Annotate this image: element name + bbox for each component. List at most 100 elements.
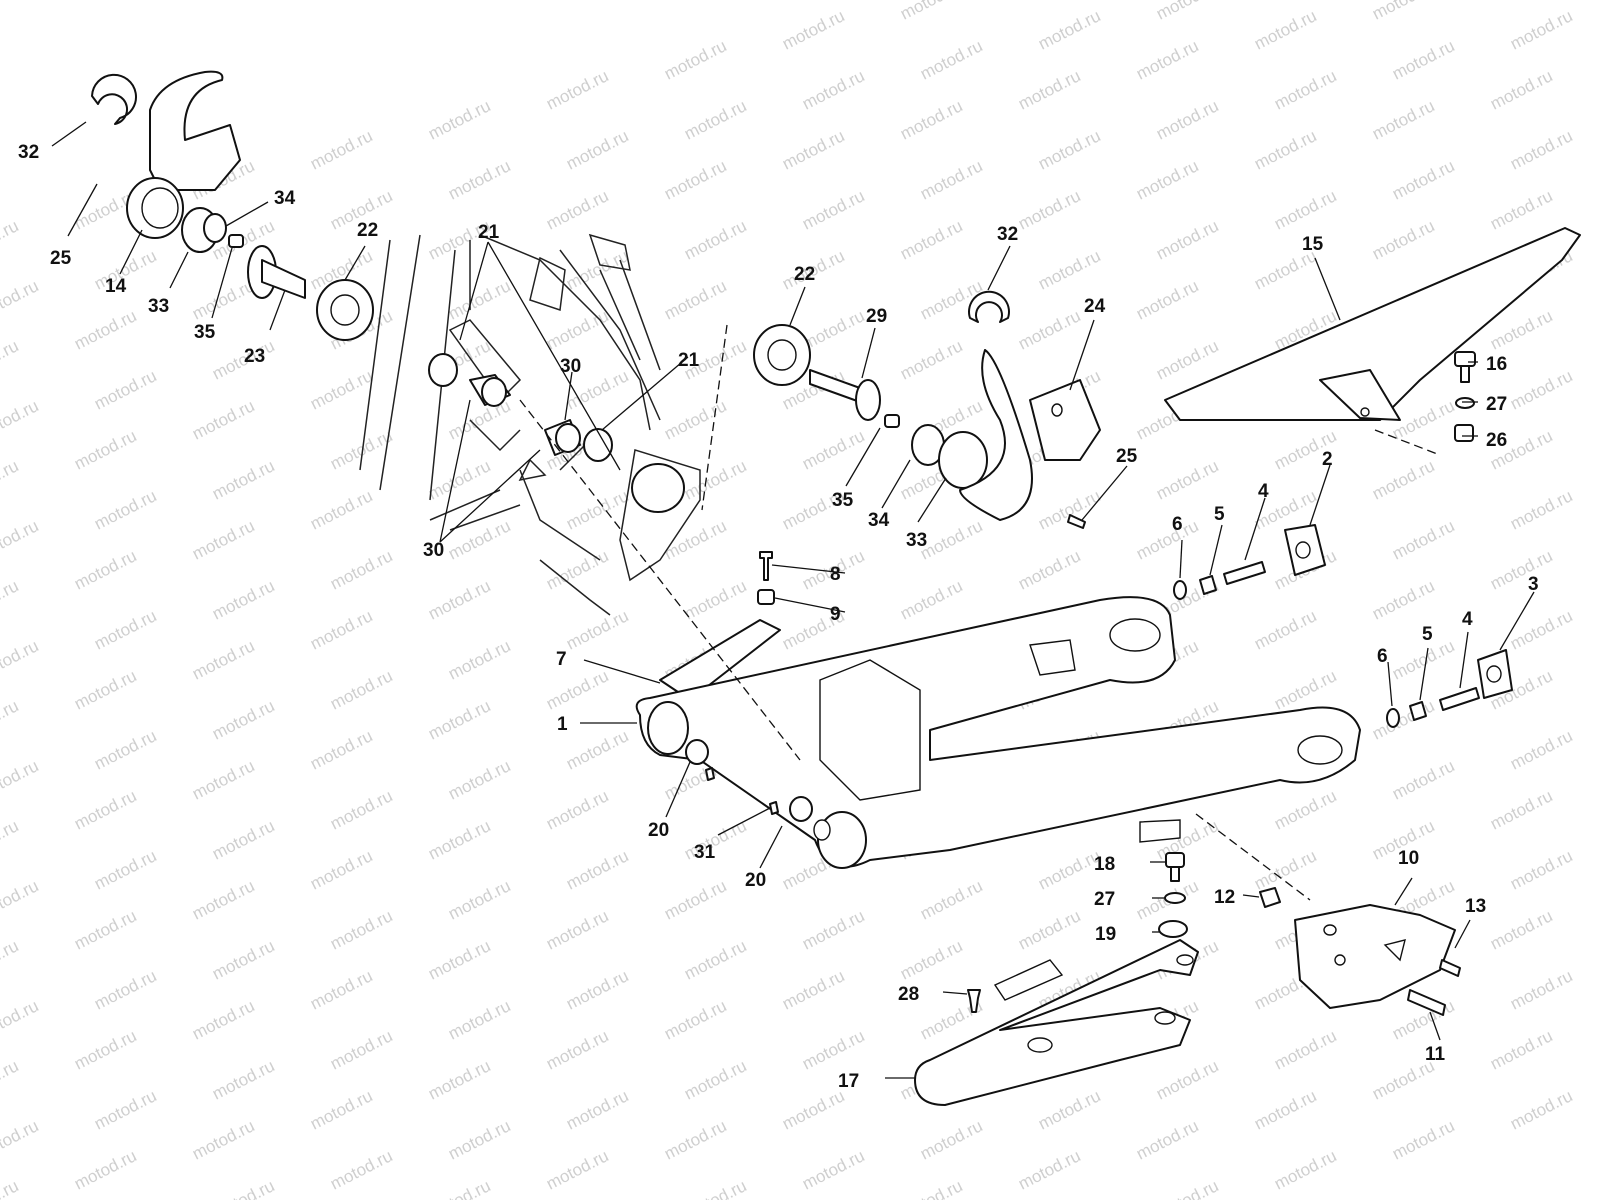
watermark-text: motod.ru <box>189 1116 257 1163</box>
spacer-9 <box>757 589 775 605</box>
watermark-text: motod.ru <box>1487 66 1555 113</box>
callout-5-lower: 5 <box>1422 624 1433 645</box>
callout-13: 13 <box>1465 896 1486 917</box>
watermark-text: motod.ru <box>71 1146 139 1193</box>
callout-25-left: 25 <box>50 248 72 269</box>
callout-25-right: 25 <box>1116 446 1138 467</box>
watermark-text: motod.ru <box>1153 456 1221 503</box>
callout-26: 26 <box>1486 430 1507 451</box>
shaft-29 <box>809 369 881 421</box>
leader-lines <box>51 121 1535 1079</box>
watermark-text: motod.ru <box>563 726 631 773</box>
watermark-text: motod.ru <box>0 336 22 383</box>
watermark-text: motod.ru <box>563 1086 631 1133</box>
bolt-16 <box>1454 351 1476 383</box>
watermark-text: motod.ru <box>661 276 729 323</box>
watermark-text: motod.ru <box>0 1116 42 1163</box>
watermark-text: motod.ru <box>189 396 257 443</box>
callout-21-left: 21 <box>478 222 500 243</box>
seal-21-right <box>583 428 613 462</box>
watermark-text: motod.ru <box>563 846 631 893</box>
watermark-text: motod.ru <box>1507 486 1575 533</box>
watermark-text: motod.ru <box>897 336 965 383</box>
watermark-text: motod.ru <box>0 996 42 1043</box>
watermark-text: motod.ru <box>1507 1086 1575 1133</box>
callout-7: 7 <box>556 649 567 670</box>
watermark-text: motod.ru <box>917 156 985 203</box>
bearing-22-left <box>316 279 374 341</box>
watermark-text: motod.ru <box>91 966 159 1013</box>
watermark-text: motod.ru <box>1271 1026 1339 1073</box>
watermark-text: motod.ru <box>1369 576 1437 623</box>
watermark-text: motod.ru <box>327 666 395 713</box>
watermark-text: motod.ru <box>327 546 395 593</box>
pivot-bolt-23 <box>247 245 306 299</box>
watermark-text: motod.ru <box>71 546 139 593</box>
watermark-text: motod.ru <box>897 936 965 983</box>
frame-outline <box>359 233 701 616</box>
watermark-text: motod.ru <box>917 876 985 923</box>
callout-20-upper: 20 <box>648 820 669 841</box>
watermark-text: motod.ru <box>1271 1146 1339 1193</box>
callout-15: 15 <box>1302 234 1324 255</box>
callout-5-upper: 5 <box>1214 504 1225 525</box>
watermark-text: motod.ru <box>543 906 611 953</box>
watermark-text: motod.ru <box>425 96 493 143</box>
callout-32-right: 32 <box>997 224 1018 245</box>
chain-guide-10 <box>1294 904 1456 1009</box>
watermark-text: motod.ru <box>1153 1056 1221 1103</box>
watermark-text: motod.ru <box>681 576 749 623</box>
watermark-text: motod.ru <box>307 606 375 653</box>
watermark-text: motod.ru <box>563 246 631 293</box>
watermark-text: motod.ru <box>1369 0 1437 24</box>
watermark-text: motod.ru <box>661 36 729 83</box>
screw-13 <box>1439 959 1461 977</box>
watermark-text: motod.ru <box>563 966 631 1013</box>
nut-5-upper <box>1199 575 1217 595</box>
watermark-text: motod.ru <box>307 846 375 893</box>
pivot-cover-24 <box>959 349 1101 521</box>
watermark-text: motod.ru <box>71 426 139 473</box>
watermark-text: motod.ru <box>0 516 42 563</box>
watermark-text: motod.ru <box>799 66 867 113</box>
washer-27-lower <box>1164 892 1186 904</box>
watermark-text: motod.ru <box>189 876 257 923</box>
watermark-text: motod.ru <box>1487 906 1555 953</box>
callouts: 1 2 3 4 4 5 5 6 6 7 8 9 10 11 12 13 14 1… <box>18 142 1539 1092</box>
watermark-text: motod.ru <box>1389 516 1457 563</box>
watermark-text: motod.ru <box>209 936 277 983</box>
watermark-text: motod.ru <box>425 576 493 623</box>
callout-33-left: 33 <box>148 296 169 317</box>
callout-18: 18 <box>1094 854 1115 875</box>
watermark-text: motod.ru <box>661 876 729 923</box>
watermark-text: motod.ru <box>445 156 513 203</box>
watermark-text: motod.ru <box>1369 696 1437 743</box>
circlip-32-right <box>968 290 1010 323</box>
watermark-text: motod.ru <box>1153 1176 1221 1200</box>
watermark-text: motod.ru <box>1251 846 1319 893</box>
watermark-text: motod.ru <box>0 396 42 443</box>
watermark-text: motod.ru <box>0 816 22 863</box>
grease-nipple-31-upper <box>705 767 715 781</box>
nut-26 <box>1454 424 1474 442</box>
pivot-cover-14 <box>126 70 241 239</box>
watermark-text: motod.ru <box>543 666 611 713</box>
watermark-text: motod.ru <box>681 456 749 503</box>
watermark-text: motod.ru <box>0 876 42 923</box>
watermark-text: motod.ru <box>445 876 513 923</box>
watermark-text: motod.ru <box>1251 606 1319 653</box>
watermark-text: motod.ru <box>445 276 513 323</box>
assembly-center-lines <box>519 324 1441 901</box>
watermark-text: motod.ru <box>1133 156 1201 203</box>
watermark-text: motod.ru <box>917 516 985 563</box>
watermark-text: motod.ru <box>307 966 375 1013</box>
washer-27-top <box>1455 397 1475 409</box>
watermark-text: motod.ru <box>0 636 42 683</box>
watermark-text: motod.ru <box>445 1116 513 1163</box>
watermark-text: motod.ru <box>1153 216 1221 263</box>
seal-21-left <box>428 353 458 387</box>
callout-35-left: 35 <box>194 322 216 343</box>
callout-3: 3 <box>1528 574 1539 595</box>
watermark-text: motod.ru <box>1035 6 1103 53</box>
watermark-text: motod.ru <box>327 426 395 473</box>
